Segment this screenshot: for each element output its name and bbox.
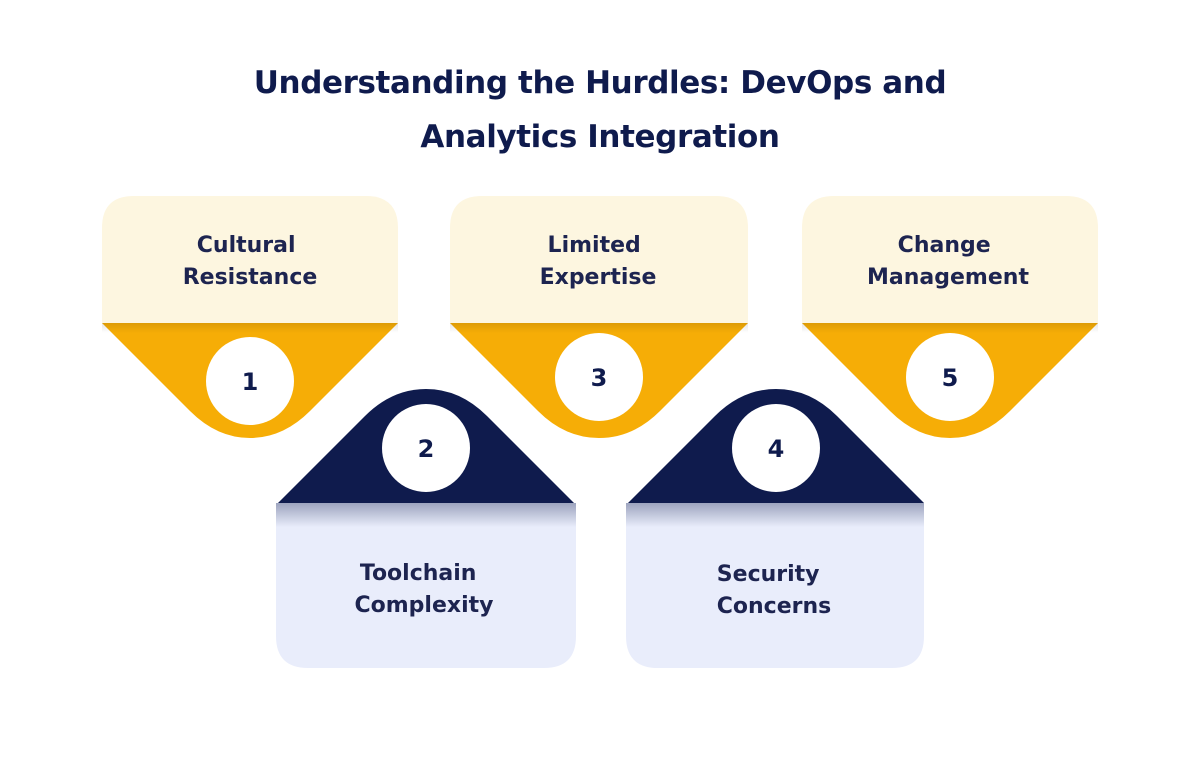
step-5-label-line-1: Change [898,233,991,258]
step-3-number-circle [555,333,643,421]
svg-text:Toolchain Complexity: Toolchain Complexity [355,561,494,618]
step-2-number: 2 [418,435,435,463]
step-4-card-box [626,503,924,668]
step-2-card: 2 Toolchain Complexity [276,389,576,668]
step-3-card-box [450,196,748,323]
step-5-card: 5 Change Management [802,196,1098,438]
step-3-label-line-2: Expertise [540,265,657,290]
step-1-number-circle [206,337,294,425]
step-5-label-line-2: Management [867,265,1029,290]
svg-text:Cultural Resistance: Cultural Resistance [183,233,318,290]
step-3-card: 3 Limited Expertise [450,196,748,438]
step-1-number: 1 [242,368,259,396]
step-3-label-line-1: Limited [548,233,641,258]
title-line-2: Analytics Integration [420,119,780,155]
page-title: Understanding the Hurdles: DevOps and An… [0,56,1200,164]
step-4-label-line-2: Concerns [717,594,832,619]
step-2-number-circle [382,404,470,492]
step-1-card: 1 Cultural Resistance [102,196,398,438]
step-5-number-circle [906,333,994,421]
step-2-card-box [276,503,576,668]
step-4-number: 4 [768,435,785,463]
step-5-card-box [802,196,1098,323]
step-1-label-line-1: Cultural [197,233,296,258]
step-5-number: 5 [942,364,959,392]
step-2-label-line-2: Complexity [355,593,494,618]
step-3-number: 3 [591,364,608,392]
step-4-card: 4 Security Concerns [626,389,924,668]
step-1-card-box [102,196,398,323]
svg-text:Security Concerns: Security Concerns [717,562,832,619]
title-line-1: Understanding the Hurdles: DevOps and [253,65,947,101]
svg-text:Limited Expertise: Limited Expertise [540,233,657,290]
step-1-label-line-2: Resistance [183,265,318,290]
step-4-number-circle [732,404,820,492]
step-2-label-line-1: Toolchain [360,561,477,586]
svg-text:Change Management: Change Management [867,233,1029,290]
step-4-label-line-1: Security [717,562,820,587]
